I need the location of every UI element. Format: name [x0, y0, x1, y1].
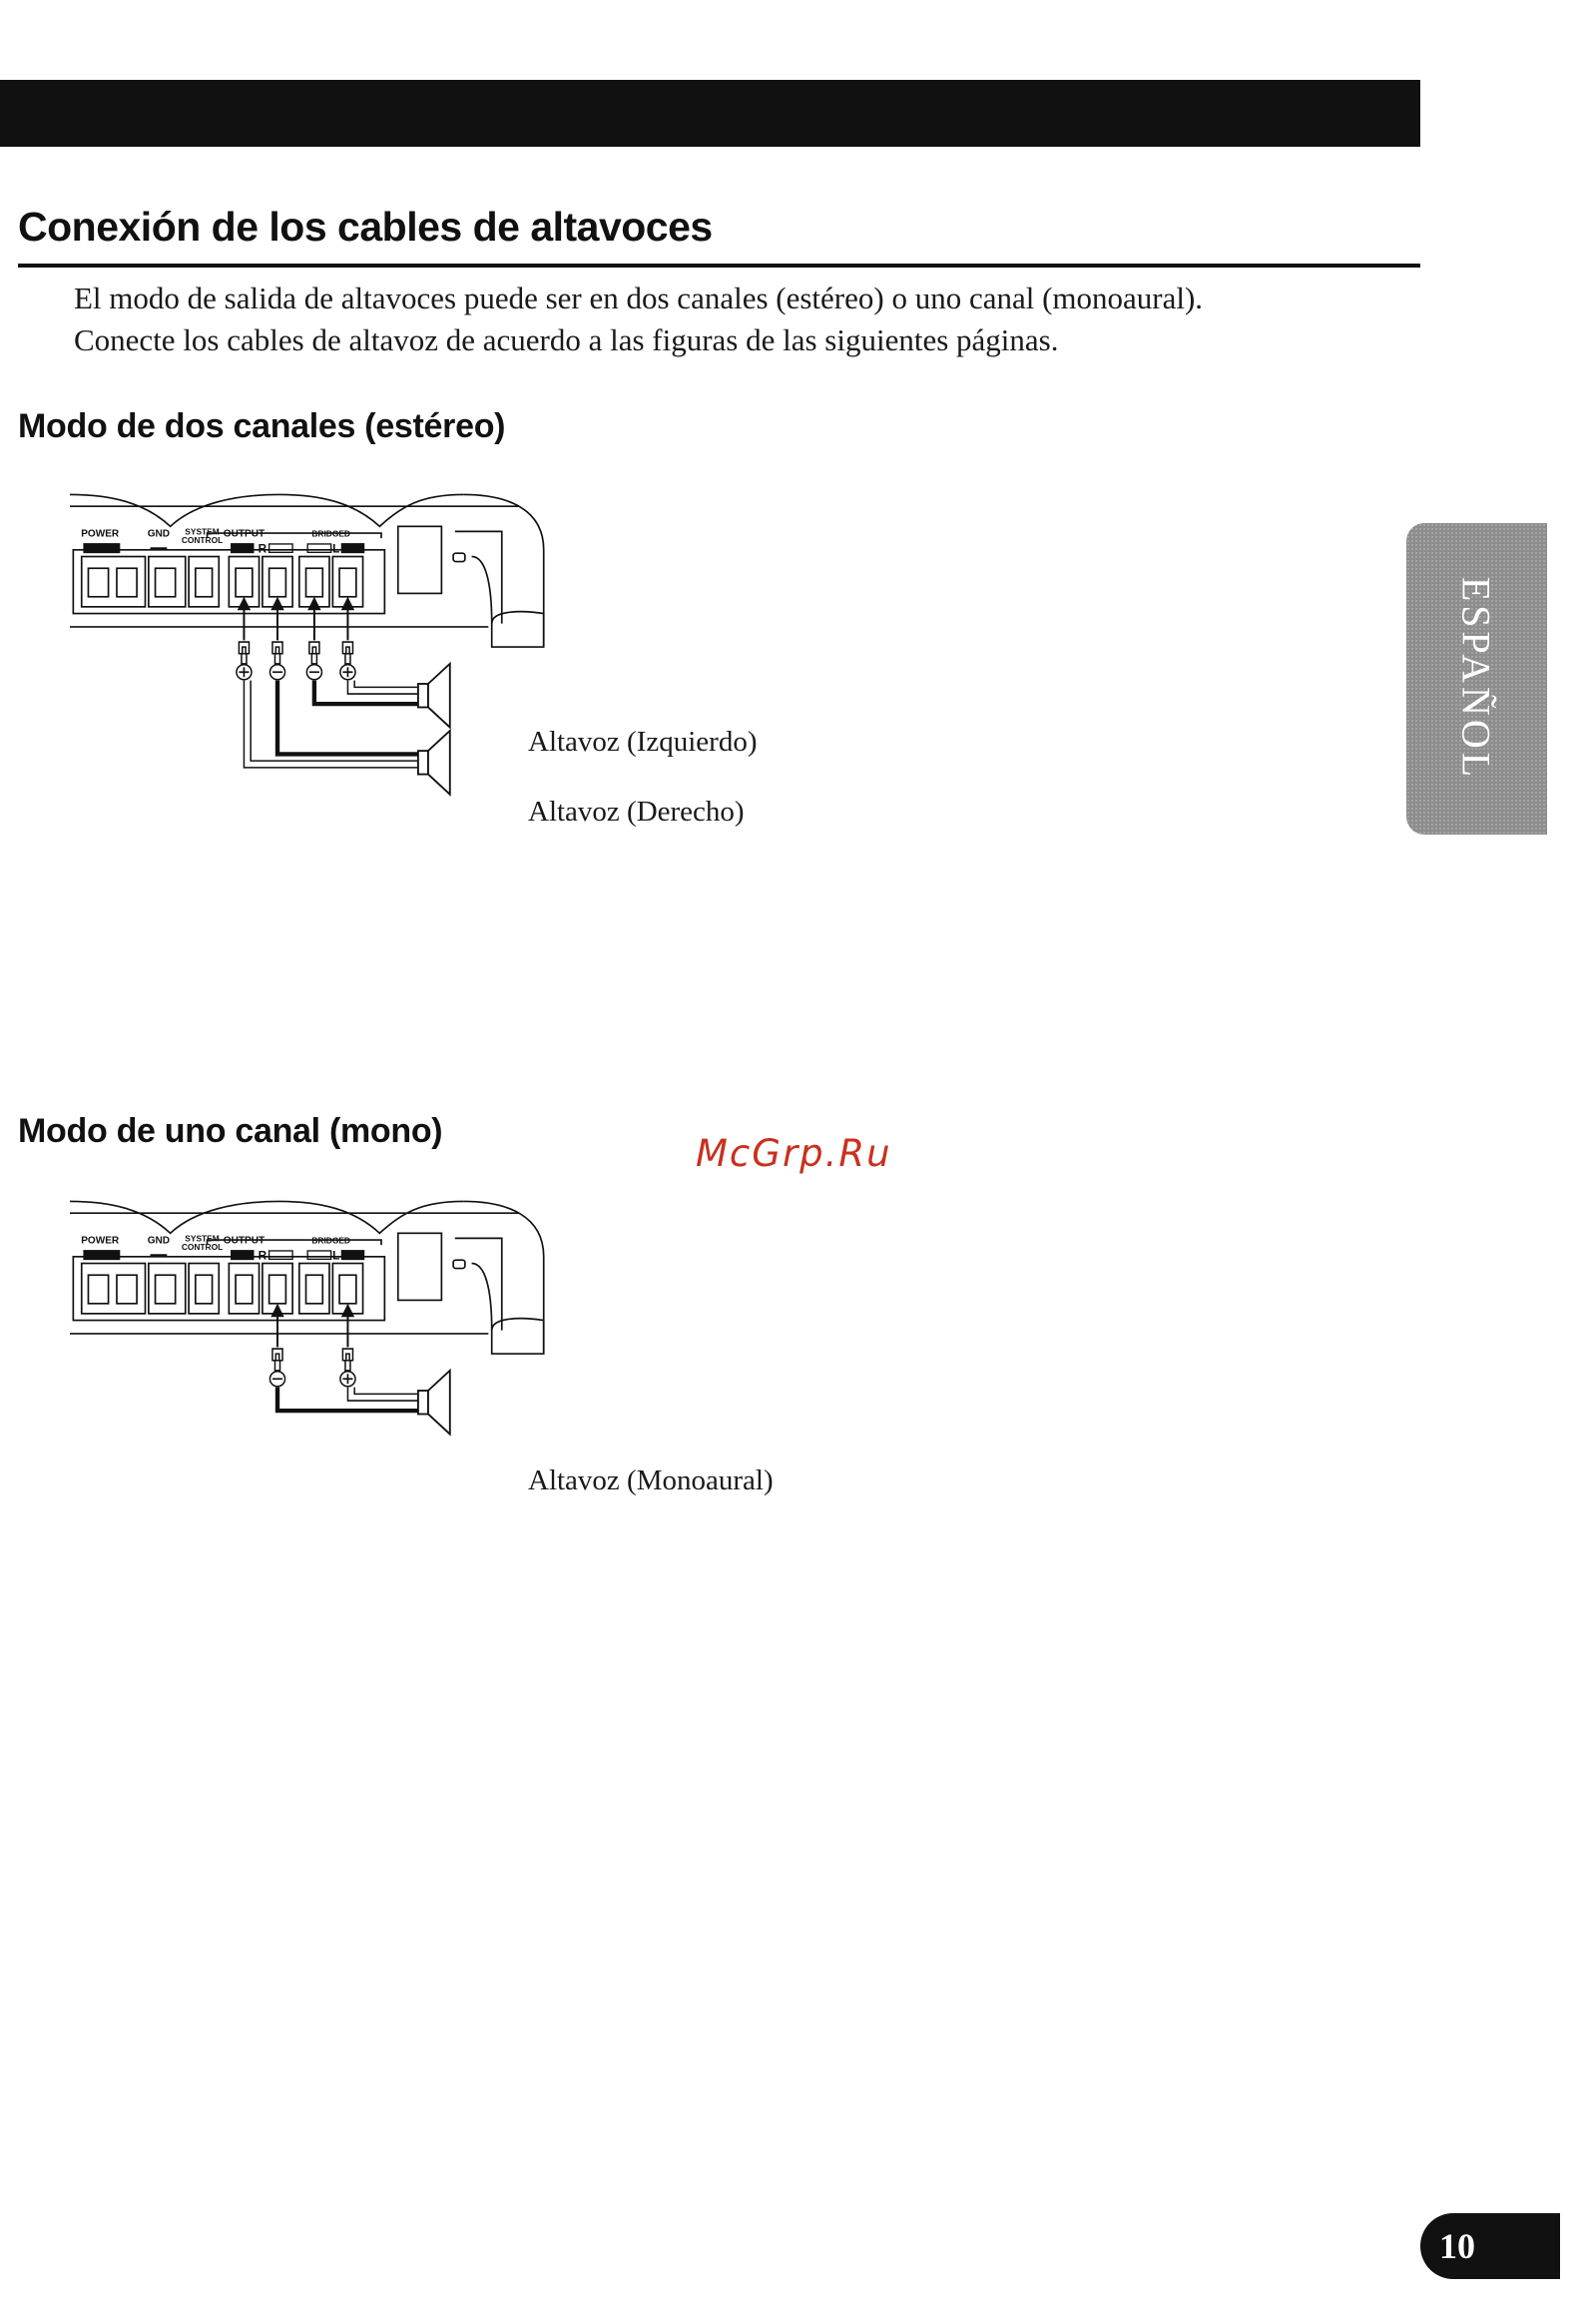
intro-line-2: Conecte los cables de altavoz de acuerdo… [74, 322, 1059, 357]
mono-wiring-diagram: POWER GND SYSTEM CONTROL OUTPUT BRIDGED … [70, 1200, 545, 1437]
intro-line-1: El modo de salida de altavoces puede ser… [74, 281, 1204, 315]
bridged-label: BRIDGED [311, 1235, 350, 1245]
system-label: SYSTEM [185, 1234, 219, 1244]
stereo-wiring-diagram: POWER GND SYSTEM CONTROL OUTPUT BRIDGED … [70, 493, 545, 797]
channel-l-label: L [332, 542, 339, 555]
speaker-left-label: Altavoz (Izquierdo) [528, 726, 758, 758]
channel-r-label: R [259, 542, 267, 555]
speaker-mono-label: Altavoz (Monoaural) [528, 1464, 774, 1496]
language-tab: ESPAÑOL [1406, 523, 1547, 835]
system-label: SYSTEM [185, 527, 219, 537]
language-tab-label: ESPAÑOL [1453, 576, 1499, 782]
page-number-tab: 10 [1420, 2213, 1560, 2279]
power-label: POWER [81, 1235, 120, 1246]
output-label: OUTPUT [224, 1235, 265, 1246]
channel-r-label: R [259, 1249, 267, 1262]
page-number: 10 [1439, 2226, 1475, 2266]
power-label: POWER [81, 528, 120, 539]
speaker-right-label: Altavoz (Derecho) [528, 796, 745, 828]
control-label: CONTROL [182, 1242, 223, 1252]
control-label: CONTROL [182, 535, 223, 545]
gnd-label: GND [148, 528, 170, 539]
title-underline [18, 264, 1420, 268]
page-title: Conexión de los cables de altavoces [18, 204, 713, 250]
top-black-bar [0, 80, 1420, 147]
intro-paragraph: El modo de salida de altavoces puede ser… [74, 278, 1203, 361]
gnd-label: GND [148, 1235, 170, 1246]
channel-l-label: L [332, 1249, 339, 1262]
stereo-heading: Modo de dos canales (estéreo) [18, 407, 506, 445]
mono-heading: Modo de uno canal (mono) [18, 1112, 443, 1150]
watermark-text: McGrp.Ru [696, 1132, 892, 1175]
bridged-label: BRIDGED [311, 528, 350, 538]
output-label: OUTPUT [224, 528, 265, 539]
